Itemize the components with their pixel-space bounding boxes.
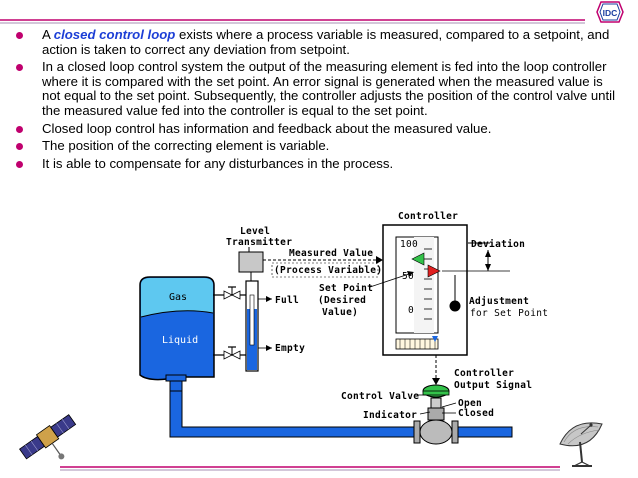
level-transmitter-box (238, 251, 264, 273)
top-banner: IDC (0, 1, 624, 24)
full-label: Full (275, 295, 299, 306)
tank-gas-space (141, 278, 213, 317)
controller-output-label-2: Output Signal (454, 380, 532, 391)
bottom-banner (60, 466, 560, 471)
bullet-item: In a closed loop control system the outp… (12, 59, 624, 118)
control-valve-icon (413, 384, 459, 445)
bullet-text: It is able to compensate for any disturb… (42, 155, 394, 171)
bullet-item: The position of the correcting element i… (12, 138, 624, 154)
scale-0: 0 (408, 305, 414, 316)
open-label: Open (458, 398, 482, 409)
setpoint-label-1: Set Point (319, 283, 373, 294)
bullet-item: A closed control loop exists where a pro… (12, 27, 624, 57)
bullet-text: The position of the correcting element i… (42, 138, 330, 154)
scale-50: 50 (402, 271, 414, 282)
adjustment-knob-icon (449, 300, 461, 312)
bullet-dot-icon (16, 143, 23, 151)
valve-top-icon (223, 286, 241, 300)
valve-bottom-icon (223, 346, 241, 360)
idc-logo: IDC (596, 1, 624, 23)
controller-output-label-1: Controller (454, 368, 514, 379)
level-transmitter-label-2: Transmitter (226, 237, 292, 248)
logo-text: IDC (603, 8, 618, 18)
bullet-list: A closed control loop exists where a pro… (12, 27, 624, 174)
output-marker-icon (432, 336, 438, 342)
scale-100: 100 (400, 239, 418, 250)
bullet-item: It is able to compensate for any disturb… (12, 155, 624, 172)
setpoint-label-3: Value) (322, 307, 358, 318)
bullet-text: exists where a process variable is measu… (42, 27, 610, 57)
process-variable-label: (Process Variable) (274, 265, 382, 276)
gas-label: Gas (169, 292, 187, 303)
closed-loop-diagram: Controller 100 50 0 Deviation (139, 211, 548, 445)
setpoint-label-2: (Desired (318, 295, 366, 306)
bullet-dot-icon (16, 64, 23, 72)
bullet-dot-icon (16, 160, 23, 168)
scale-ticks (424, 248, 432, 320)
measured-pointer-icon (411, 252, 425, 266)
bullet-item: Closed loop control has information and … (12, 120, 624, 137)
controller-title: Controller (398, 211, 458, 222)
output-indicator-bar (395, 338, 439, 350)
liquid-label: Liquid (162, 335, 198, 346)
bullet-text: In a closed loop control system the outp… (42, 59, 616, 118)
level-transmitter-label-1: Level (240, 226, 270, 237)
measured-value-label: Measured Value (289, 248, 373, 259)
satellite-icon (19, 414, 77, 460)
adjustment-label-2: for Set Point (470, 308, 548, 319)
closed-label: Closed (458, 408, 494, 419)
dish-antenna-icon (559, 422, 603, 467)
indicator-label: Indicator (363, 410, 417, 421)
bullet-text: Closed loop control has information and … (42, 120, 492, 136)
empty-label: Empty (275, 343, 305, 354)
keyword-closed-control-loop: closed control loop (53, 27, 176, 42)
bullet-dot-icon (16, 125, 23, 133)
control-valve-label: Control Valve (341, 391, 419, 402)
bullet-dot-icon (16, 32, 23, 39)
adjustment-label-1: Adjustment (469, 296, 529, 307)
deviation-label: Deviation (471, 239, 525, 250)
bullet-text: A (42, 27, 54, 42)
setpoint-pointer-icon (427, 264, 441, 278)
